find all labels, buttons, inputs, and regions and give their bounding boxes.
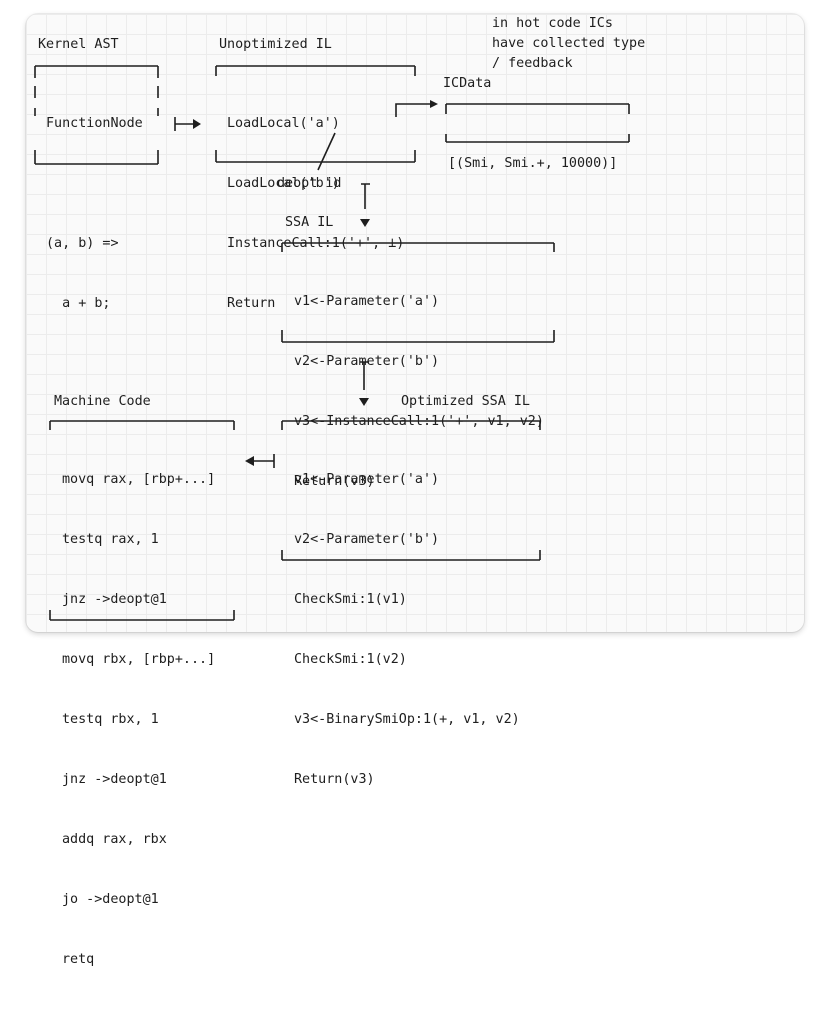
deopt-id-pointer (317, 132, 336, 171)
unoptimized-il-line: InstanceCall:1('+', ⊥) (227, 236, 405, 251)
icdata-box: [(Smi, Smi.+, 10000)] (448, 114, 617, 214)
feedback-note-line-2: have collected type (492, 36, 646, 51)
diagram-connectors (34, 65, 630, 621)
unoptimized-il-line: Return (227, 296, 276, 311)
machine-code-line: testq rbx, 1 (62, 712, 159, 727)
deopt-id-label: deopt id (277, 176, 342, 191)
ssa-il-box: v1<-Parameter('a') v2<-Parameter('b') v3… (294, 252, 544, 532)
machine-code-line: jnz ->deopt@1 (62, 592, 167, 607)
machine-code-label: Machine Code (54, 394, 151, 409)
unoptimized-il-line: LoadLocal('b') (227, 176, 340, 191)
kernel-ast-line: (a, b) => (46, 236, 119, 251)
icdata-label: ICData (443, 76, 492, 91)
diagram-canvas: Kernel AST Unoptimized IL ICData in hot … (26, 14, 804, 967)
icdata-line: [(Smi, Smi.+, 10000)] (448, 156, 618, 171)
optimized-ssa-il-line: v3<-BinarySmiOp:1(+, v1, v2) (294, 712, 520, 727)
arrow-ssa-to-optimized (359, 361, 369, 406)
machine-code-line: movq rbx, [rbp+...] (62, 652, 216, 667)
kernel-ast-line: a + b; (46, 296, 111, 311)
diagram-card (26, 14, 804, 632)
ssa-il-line: v3<-InstanceCall:1('+', v1, v2) (294, 414, 544, 429)
ssa-il-line: v1<-Parameter('a') (294, 294, 440, 309)
arrow-optimized-to-machine (245, 454, 275, 468)
machine-code-box-frame (49, 420, 235, 621)
optimized-ssa-il-line: v2<-Parameter('b') (294, 532, 440, 547)
optimized-ssa-il-box-frame (281, 420, 541, 561)
optimized-ssa-il-line: CheckSmi:1(v1) (294, 592, 407, 607)
optimized-ssa-il-line: Return(v3) (294, 772, 375, 787)
kernel-ast-line (46, 174, 143, 194)
machine-code-line: retq (62, 952, 95, 967)
optimized-ssa-il-label: Optimized SSA IL (401, 394, 530, 409)
arrow-unoptimized-to-ssa (360, 183, 370, 227)
kernel-ast-box-frame (34, 65, 159, 165)
machine-code-box: movq rax, [rbp+...] testq rax, 1 jnz ->d… (62, 430, 215, 1010)
ssa-il-label: SSA IL (285, 215, 334, 230)
arrow-instancecall-to-icdata (395, 100, 438, 117)
optimized-ssa-il-line: v1<-Parameter('a') (294, 472, 440, 487)
kernel-ast-box: FunctionNode (a, b) => a + b; (46, 74, 143, 354)
ssa-il-line: Return(v3) (294, 474, 375, 489)
unoptimized-il-line: LoadLocal('a') (227, 116, 340, 131)
kernel-ast-label: Kernel AST (38, 37, 119, 52)
feedback-note-line-3: / feedback (492, 56, 573, 71)
optimized-ssa-il-line: CheckSmi:1(v2) (294, 652, 407, 667)
feedback-note-line-1: in hot code ICs (492, 16, 613, 31)
machine-code-line: movq rax, [rbp+...] (62, 472, 216, 487)
ssa-il-line: v2<-Parameter('b') (294, 354, 440, 369)
unoptimized-il-box-frame (215, 65, 416, 163)
machine-code-line: addq rax, rbx (62, 832, 167, 847)
machine-code-line: jnz ->deopt@1 (62, 772, 167, 787)
unoptimized-il-box: LoadLocal('a') LoadLocal('b') InstanceCa… (227, 74, 404, 354)
unoptimized-il-label: Unoptimized IL (219, 37, 332, 52)
kernel-ast-line: FunctionNode (46, 116, 143, 131)
machine-code-line: testq rax, 1 (62, 532, 159, 547)
icdata-box-frame (445, 103, 630, 143)
optimized-ssa-il-box: v1<-Parameter('a') v2<-Parameter('b') Ch… (294, 430, 520, 830)
machine-code-line: jo ->deopt@1 (62, 892, 159, 907)
ssa-il-box-frame (281, 242, 555, 343)
arrow-kernel-to-unoptimized (174, 117, 201, 131)
